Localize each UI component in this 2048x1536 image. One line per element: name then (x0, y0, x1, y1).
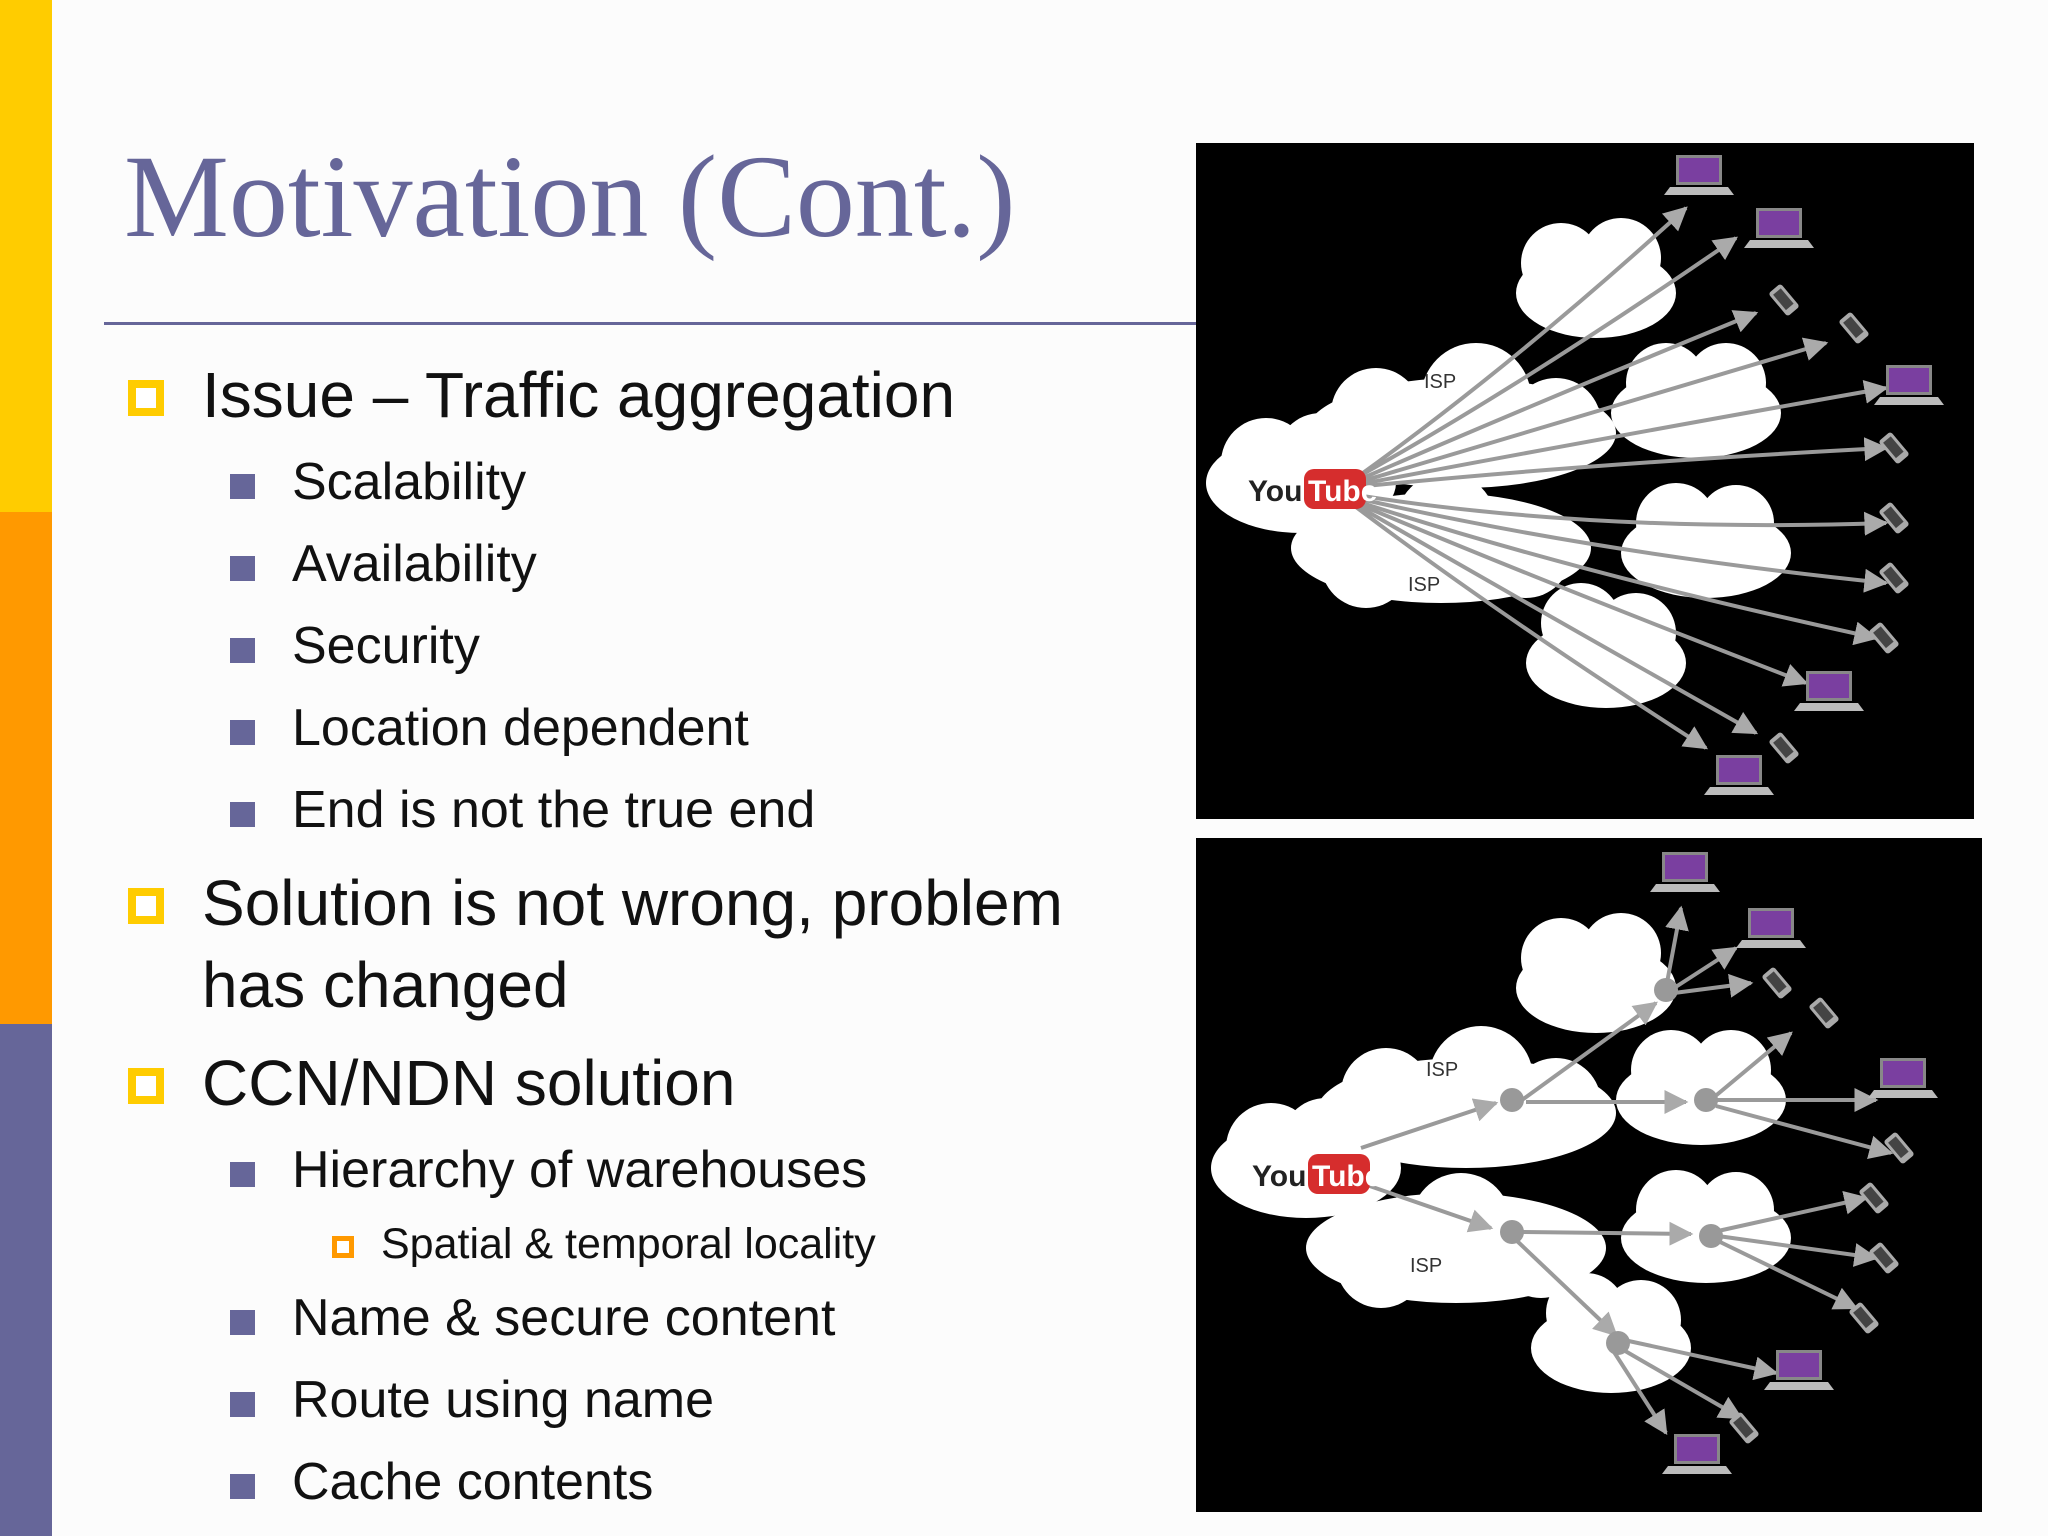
title-divider (104, 322, 1196, 325)
cache-node (1500, 1088, 1524, 1112)
laptop-icon (1744, 208, 1814, 248)
cache-nodes (1500, 978, 1723, 1355)
bullet-end-not-true-end: End is not the true end (292, 781, 816, 839)
youtube-logo-icon: You Tube (1252, 1154, 1381, 1194)
svg-text:You: You (1248, 475, 1302, 508)
svg-text:You: You (1252, 1160, 1306, 1193)
purple-square-bullet-icon (230, 1162, 255, 1187)
phone-icon (1728, 1411, 1760, 1445)
cache-node (1606, 1331, 1630, 1355)
laptop-icon (1868, 1058, 1938, 1098)
isp-label-upper: ISP (1426, 1059, 1458, 1081)
purple-square-bullet-icon (230, 802, 255, 827)
purple-square-bullet-icon (230, 556, 255, 581)
cache-node (1500, 1220, 1524, 1244)
laptop-icon (1704, 755, 1774, 795)
bullet-solution-line1: Solution is not wrong, problem (202, 867, 1063, 939)
sidebar-yellow-band (0, 0, 52, 512)
bullet-location-dependent: Location dependent (292, 699, 749, 757)
purple-square-bullet-icon (230, 638, 255, 663)
phone-icon (1761, 966, 1793, 1000)
cache-node (1699, 1224, 1723, 1248)
edge-cloud-1 (1516, 913, 1676, 1033)
purple-square-bullet-icon (230, 1392, 255, 1417)
ccn-hierarchy-figure: ISP ISP You Tube (1196, 838, 1982, 1512)
youtube-logo-icon: You Tube (1248, 469, 1377, 509)
edge-cloud-1 (1516, 218, 1676, 338)
isp-label-upper: ISP (1424, 371, 1456, 393)
laptop-icon (1664, 155, 1734, 195)
sidebar-orange-band (0, 512, 52, 1024)
purple-square-bullet-icon (230, 720, 255, 745)
network-diagram-hierarchy: ISP ISP You Tube (1211, 852, 1938, 1474)
cache-node (1654, 978, 1678, 1002)
svg-text:Tube: Tube (1308, 475, 1377, 508)
edge-cloud-3 (1621, 483, 1791, 598)
laptop-icon (1764, 1350, 1834, 1390)
isp-label-lower: ISP (1408, 574, 1440, 596)
bullet-availability: Availability (292, 535, 537, 593)
bullet-security: Security (292, 617, 480, 675)
bullet-ccn-ndn: CCN/NDN solution (202, 1047, 736, 1119)
purple-square-bullet-icon (230, 1310, 255, 1335)
phone-icon (1808, 996, 1840, 1030)
edge-cloud-2 (1611, 343, 1781, 458)
flow-arrows (1354, 206, 1889, 750)
traffic-aggregation-figure: ISP ISP You Tube (1196, 143, 1974, 819)
yellow-square-bullet-icon (128, 380, 164, 416)
edge-cloud-4 (1526, 583, 1686, 708)
bullet-cache: Cache contents (292, 1453, 654, 1511)
bullet-solution-line2: has changed (202, 949, 569, 1021)
bullet-route-name: Route using name (292, 1371, 715, 1429)
orange-square-bullet-icon (332, 1236, 354, 1258)
sidebar-purple-band (0, 1024, 52, 1536)
svg-text:Tube: Tube (1312, 1160, 1381, 1193)
network-diagram-direct: ISP ISP You Tube (1206, 155, 1944, 795)
phone-icon (1878, 501, 1910, 535)
laptop-icon (1662, 1434, 1732, 1474)
isp-label-lower: ISP (1410, 1255, 1442, 1277)
phone-icon (1768, 283, 1800, 317)
bullet-issue: Issue – Traffic aggregation (202, 359, 956, 431)
flow-arrows (1360, 905, 1894, 1436)
yellow-square-bullet-icon (128, 888, 164, 924)
bullet-hierarchy: Hierarchy of warehouses (292, 1141, 868, 1199)
phone-icon (1883, 1131, 1915, 1165)
isp-cloud-lower (1291, 473, 1591, 608)
purple-square-bullet-icon (230, 1474, 255, 1499)
laptop-icon (1650, 852, 1720, 892)
slide-title: Motivation (Cont.) (124, 131, 1016, 262)
laptop-icon (1874, 365, 1944, 405)
phone-icon (1768, 731, 1800, 765)
purple-square-bullet-icon (230, 474, 255, 499)
phone-icon (1878, 561, 1910, 595)
yellow-square-bullet-icon (128, 1068, 164, 1104)
laptop-icon (1736, 908, 1806, 948)
bullet-spatial-temporal: Spatial & temporal locality (381, 1220, 876, 1268)
slide-sidebar (0, 0, 52, 1536)
bullet-scalability: Scalability (292, 453, 527, 511)
bullet-name-secure: Name & secure content (292, 1289, 836, 1347)
phone-icon (1838, 311, 1870, 345)
laptop-icon (1794, 671, 1864, 711)
edge-cloud-2 (1616, 1030, 1786, 1145)
cache-node (1694, 1088, 1718, 1112)
